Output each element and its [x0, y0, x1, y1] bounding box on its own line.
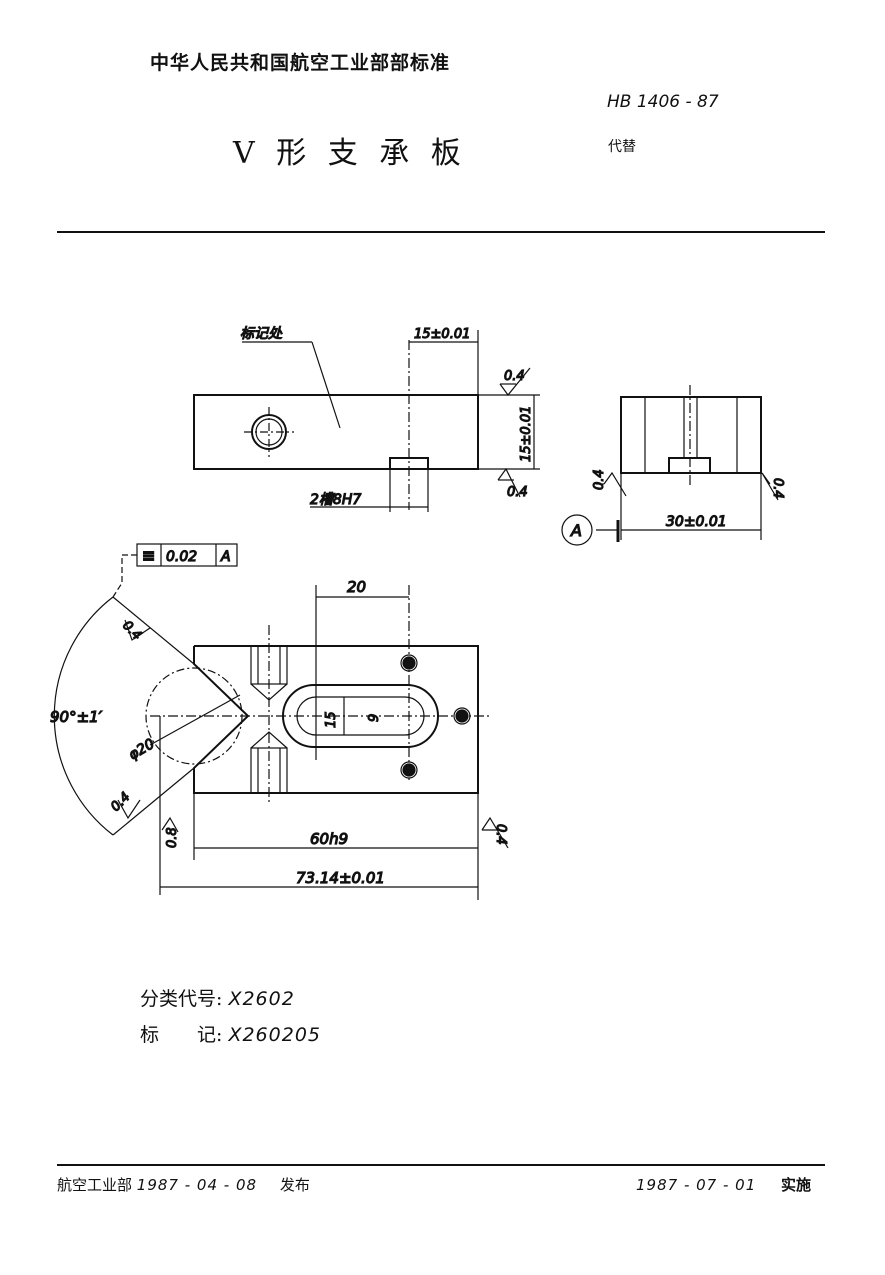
roughness-04-right: 0.4: [493, 824, 508, 845]
plan-view: [53, 543, 509, 900]
dim-20: 20: [347, 578, 366, 596]
replaces-label: 代替: [608, 139, 636, 155]
dim-15-slot: 15: [324, 711, 339, 728]
slot-spec: 2槽8H7: [310, 492, 361, 508]
classification-code-value: X2602: [228, 988, 295, 1010]
dim-9-slot: 9: [367, 714, 382, 722]
dim-phi20: φ20: [126, 736, 158, 763]
roughness-04-v-top: 0.4: [119, 618, 144, 643]
tolerance-datum: A: [220, 549, 231, 565]
issue-date: 1987 - 04 - 08: [136, 1176, 258, 1194]
classification-code-label: 分类代号:: [140, 988, 223, 1010]
side-view: [561, 385, 779, 546]
issuer: 航空工业部: [57, 1176, 133, 1194]
mark-label: 标 记:: [140, 1024, 223, 1046]
front-view: [193, 330, 540, 512]
standard-number: HB 1406 - 87: [607, 92, 719, 112]
roughness-04-side-left: 0.4: [592, 469, 607, 490]
footer-issue: 航空工业部 1987 - 04 - 08 发布: [57, 1174, 310, 1195]
issuing-organization: 中华人民共和国航空工业部部标准: [150, 52, 451, 74]
dim-30: 30±0.01: [666, 514, 727, 530]
roughness-04-bottom: 0.4: [507, 485, 528, 500]
symmetry-symbol: ≡: [142, 546, 155, 565]
roughness-04-side-right: 0.4: [770, 478, 785, 499]
header-rule: [57, 231, 825, 233]
angle-dim: 90°±1′: [50, 708, 103, 726]
dim-60h9: 60h9: [310, 830, 348, 848]
tolerance-value: 0.02: [166, 549, 197, 565]
effective-word: 实施: [781, 1176, 812, 1194]
dim-7314: 73.14±0.01: [296, 869, 385, 887]
footer-rule: [57, 1164, 825, 1166]
issue-word: 发布: [279, 1176, 310, 1194]
document-title: V 形 支 承 板: [233, 136, 467, 171]
technical-drawing: 标记处 15±0.01 0.4 15±0.01 0.4 2槽8H7 0.4 0.…: [49, 325, 786, 900]
dim-15-vertical: 15±0.01: [519, 406, 534, 462]
classification-code-row: 分类代号: X2602: [140, 984, 295, 1011]
datum-a: A: [570, 521, 582, 540]
mark-location-label: 标记处: [240, 326, 283, 342]
roughness-08: 0.8: [165, 827, 180, 848]
effective-date: 1987 - 07 - 01: [636, 1176, 757, 1194]
roughness-04-top: 0.4: [504, 369, 525, 384]
mark-row: 标 记: X260205: [140, 1020, 321, 1047]
footer-effective: 1987 - 07 - 01 实施: [636, 1174, 811, 1195]
dim-15-top: 15±0.01: [414, 327, 470, 342]
roughness-04-v-bottom: 0.4: [108, 790, 133, 815]
mark-value: X260205: [228, 1024, 321, 1046]
